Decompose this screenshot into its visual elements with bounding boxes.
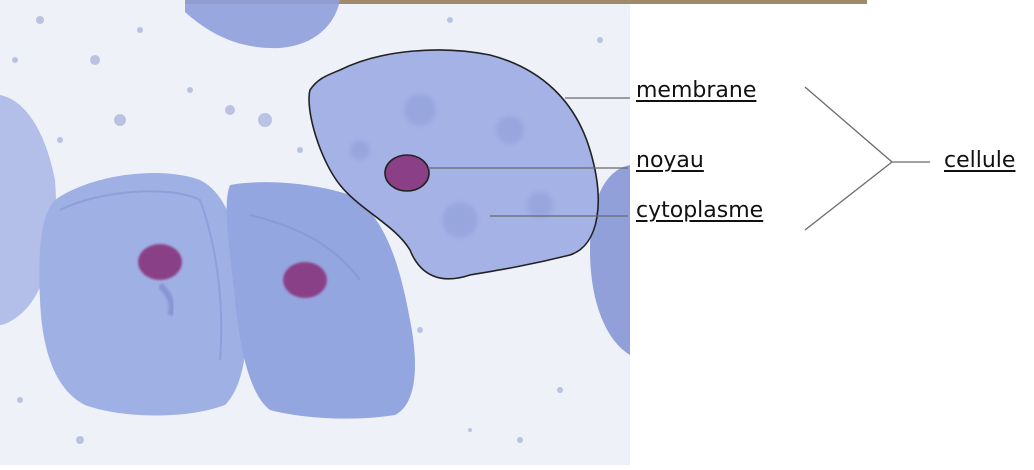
label-cellule: cellule — [944, 150, 1015, 172]
cell-bottom-left-nucleus — [138, 244, 182, 280]
label-cytoplasme: cytoplasme — [636, 200, 763, 222]
label-membrane: membrane — [636, 80, 756, 102]
bracket-lower-line — [805, 162, 892, 230]
cell-bottom-middle-nucleus — [283, 262, 327, 298]
label-noyau: noyau — [636, 150, 704, 172]
cell-bottom-left — [39, 173, 246, 416]
bracket-upper-line — [805, 87, 892, 162]
